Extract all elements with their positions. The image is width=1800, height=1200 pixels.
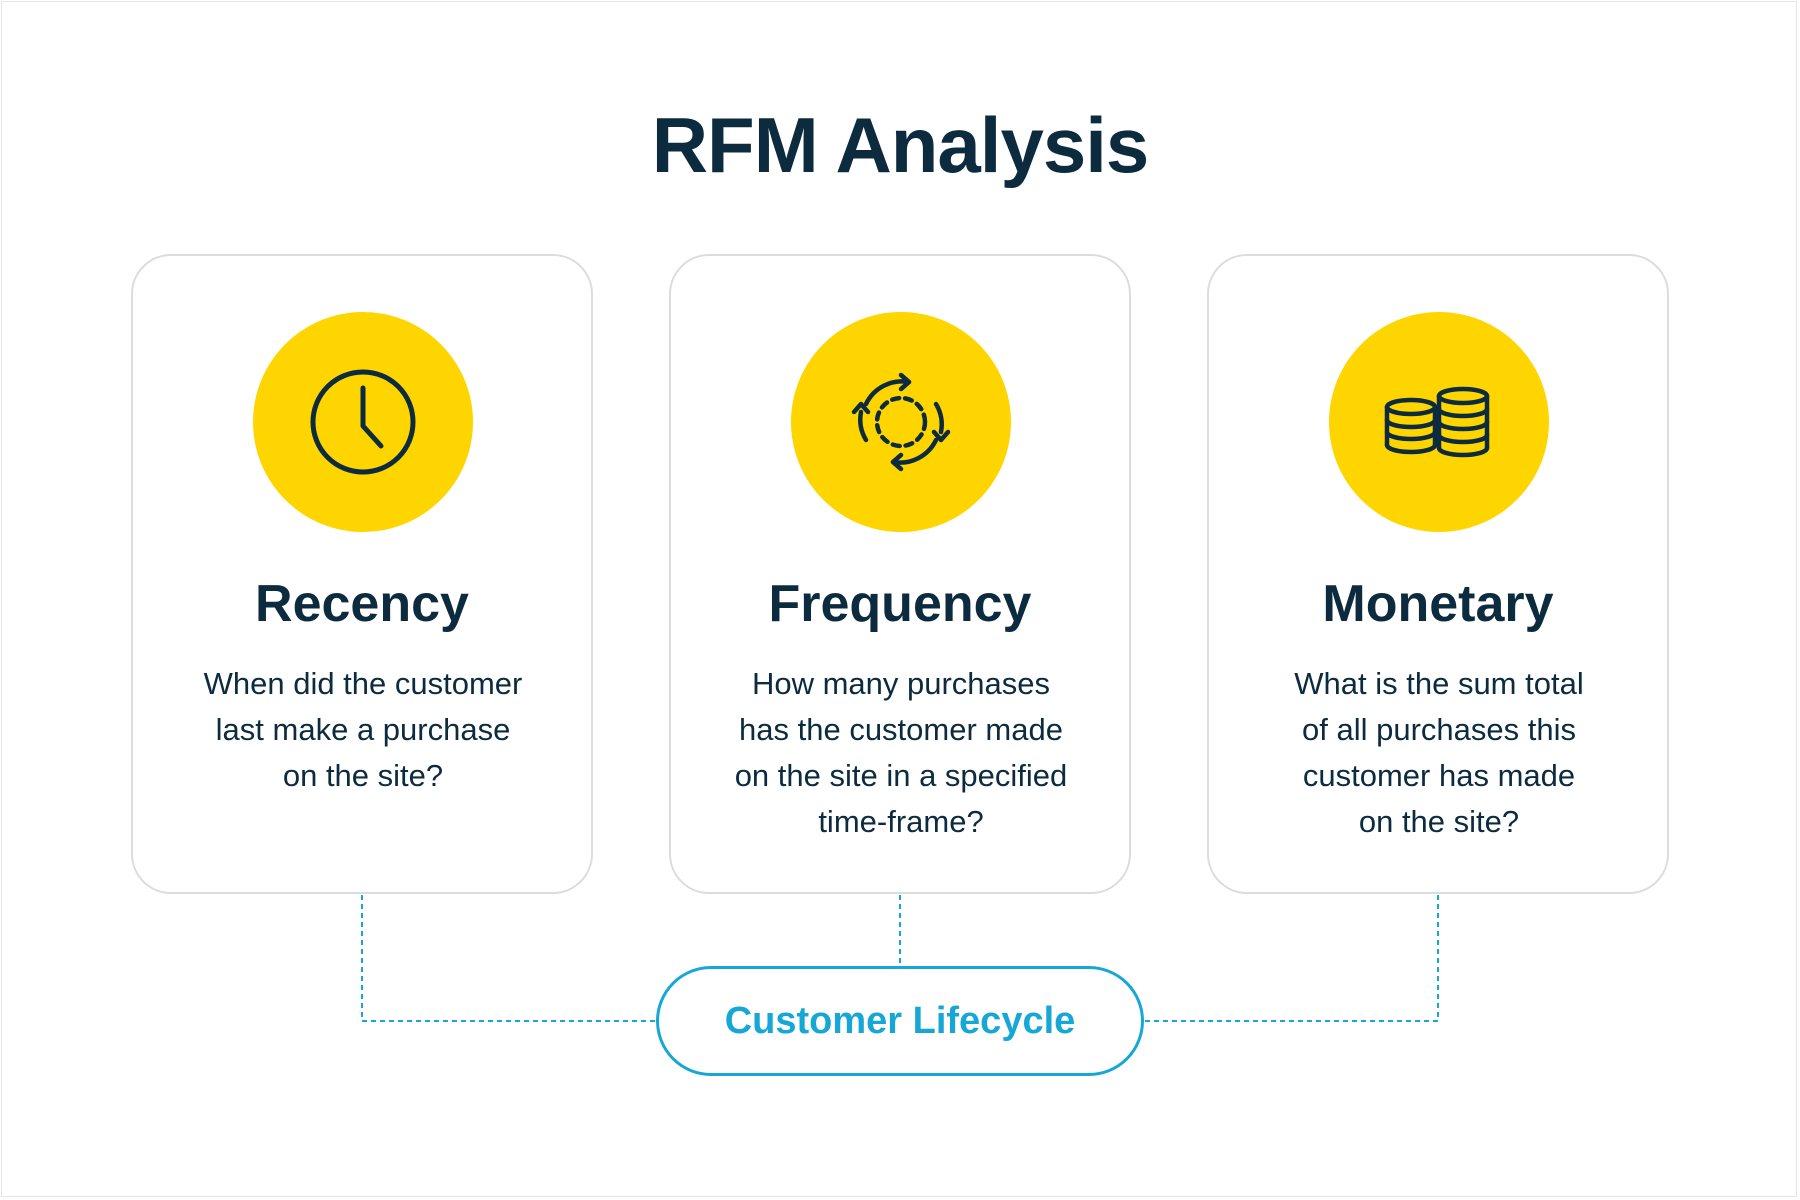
card-recency: Recency When did the customer last make …: [131, 254, 593, 894]
icon-circle: [253, 312, 473, 532]
card-title: Monetary: [1322, 575, 1554, 633]
clock-icon: [310, 369, 416, 475]
description-line: on the site?: [1358, 804, 1520, 839]
description-line: on the site?: [282, 758, 444, 793]
description-line: time-frame?: [818, 804, 984, 839]
description-line: When did the customer: [203, 666, 523, 701]
card-description: When did the customer last make a purcha…: [173, 661, 553, 799]
page-title: RFM Analysis: [651, 101, 1150, 189]
card-monetary: Monetary What is the sum total of all pu…: [1207, 254, 1669, 894]
card-frequency: Frequency How many purchases has the cus…: [669, 254, 1131, 894]
card-title: Recency: [255, 575, 469, 633]
card-description: How many purchases has the customer made…: [711, 661, 1091, 845]
description-line: How many purchases: [751, 666, 1051, 701]
customer-lifecycle-pill: Customer Lifecycle: [656, 966, 1144, 1076]
card-title: Frequency: [768, 575, 1032, 633]
description-line: last make a purchase: [215, 712, 511, 747]
customer-lifecycle-label: Customer Lifecycle: [724, 999, 1076, 1042]
connector-monetary: [1144, 895, 1439, 1022]
coins-icon: [1384, 386, 1490, 458]
icon-circle: [791, 312, 1011, 532]
icon-circle: [1329, 312, 1549, 532]
description-line: on the site in a specified: [734, 758, 1068, 793]
description-line: customer has made: [1302, 758, 1576, 793]
description-line: of all purchases this: [1302, 712, 1576, 747]
connector-recency: [361, 895, 656, 1022]
description-line: What is the sum total: [1294, 666, 1584, 701]
description-line: has the customer made: [739, 712, 1063, 747]
refresh-cycle-icon: [851, 372, 951, 472]
card-description: What is the sum total of all purchases t…: [1249, 661, 1629, 845]
